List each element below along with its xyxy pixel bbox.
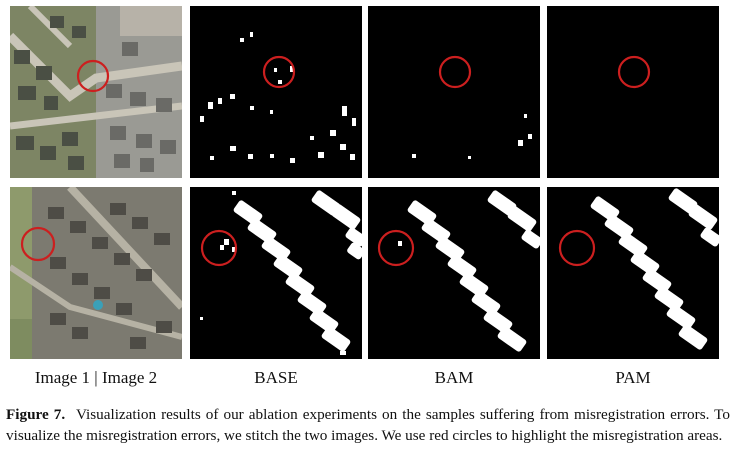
column-label-base: BASE [254,368,298,387]
base-result-row1 [190,6,362,178]
column-label-pam: PAM [615,368,651,387]
bam-result-row1 [368,6,540,178]
figure-caption: Figure 7. Visualization results of our a… [6,404,730,446]
pam-result-row1 [547,6,719,178]
figure-number: Figure 7. [6,406,66,423]
column-label-images: Image 1 | Image 2 [34,368,158,387]
pam-result-row2 [547,187,719,359]
stitched-image-row2 [10,187,182,359]
caption-text: Visualization results of our ablation ex… [6,406,730,444]
bam-result-row2 [368,187,540,359]
base-result-row2 [190,187,362,359]
stitched-image-row1 [10,6,182,178]
column-label-bam: BAM [434,368,474,387]
